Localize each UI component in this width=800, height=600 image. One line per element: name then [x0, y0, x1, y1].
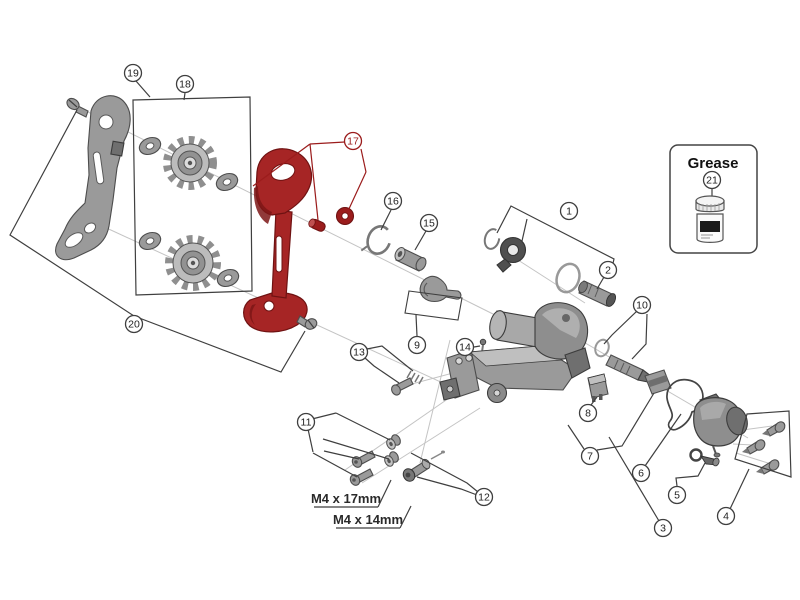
- svg-text:6: 6: [638, 468, 644, 480]
- callout-11: 11: [296, 412, 316, 432]
- tension-bolt-spring: [391, 370, 424, 396]
- svg-text:15: 15: [423, 218, 435, 230]
- pulley-box: [132, 96, 253, 296]
- o-ring-large: [555, 262, 581, 294]
- switch-unit: [587, 373, 609, 402]
- clutch-bolt: [578, 280, 617, 307]
- grease-label: Grease: [688, 155, 739, 172]
- callout-17: 17: [343, 131, 363, 151]
- callout-8: 8: [578, 403, 598, 423]
- svg-text:10: 10: [636, 300, 648, 312]
- callout-12: 12: [474, 487, 494, 507]
- svg-text:17: 17: [347, 136, 359, 148]
- grease-box: Grease: [669, 144, 758, 254]
- pulley-washers: [138, 136, 240, 288]
- bolt-length-label-14: M4 x 14mm: [333, 512, 403, 527]
- b-axle-unit: [693, 393, 748, 458]
- callouts: 1 2 3 4 5 6 7 8 9 10 11 12 13 14 15 16 1…: [123, 63, 736, 538]
- bushing: [394, 247, 427, 272]
- callout-2: 2: [598, 260, 618, 280]
- svg-text:5: 5: [674, 490, 680, 502]
- callout-3: 3: [653, 518, 673, 538]
- callout-6: 6: [631, 463, 651, 483]
- svg-text:8: 8: [585, 408, 591, 420]
- callout-15: 15: [419, 213, 439, 233]
- svg-text:18: 18: [179, 79, 191, 91]
- leader-lines: [9, 80, 792, 522]
- plate-screw-top: [66, 97, 89, 118]
- callout-14: 14: [455, 337, 475, 357]
- adjuster-barrel: [605, 354, 652, 383]
- callout-10: 10: [632, 295, 652, 315]
- callout-1: 1: [559, 201, 579, 221]
- bolt-length-label-17: M4 x 17mm: [311, 491, 381, 506]
- callout-19: 19: [123, 63, 143, 83]
- svg-text:3: 3: [660, 523, 666, 535]
- fixing-screws: [742, 421, 786, 475]
- clutch-c-clip: [483, 228, 501, 250]
- jar-label: [700, 221, 720, 232]
- stopper-hook: [419, 275, 462, 303]
- callout-18: 18: [175, 74, 195, 94]
- svg-text:9: 9: [414, 340, 420, 352]
- svg-text:14: 14: [459, 342, 471, 354]
- set-screw: [479, 338, 487, 353]
- callout-13: 13: [349, 342, 369, 362]
- svg-text:21: 21: [706, 175, 718, 187]
- svg-text:4: 4: [723, 511, 729, 523]
- grease-jar: [695, 195, 725, 243]
- svg-text:19: 19: [127, 68, 139, 80]
- plate-bump-stop: [110, 140, 125, 157]
- svg-text:11: 11: [301, 417, 312, 429]
- cover-cap: [644, 369, 672, 395]
- inner-plate-bolt: [308, 218, 326, 232]
- svg-text:20: 20: [128, 319, 140, 331]
- svg-text:1: 1: [566, 206, 572, 218]
- svg-text:12: 12: [478, 492, 490, 504]
- svg-text:16: 16: [387, 196, 399, 208]
- inner-plate-washer: [335, 206, 355, 226]
- svg-text:2: 2: [605, 265, 611, 277]
- callout-16: 16: [383, 191, 403, 211]
- wire-loop: [666, 378, 704, 431]
- callout-7: 7: [580, 446, 600, 466]
- callout-21: 21: [702, 170, 722, 190]
- dimension-labels: M4 x 17mm M4 x 14mm: [311, 479, 412, 529]
- cage-screw: [296, 315, 318, 330]
- svg-text:13: 13: [353, 347, 365, 359]
- callout-9: 9: [407, 335, 427, 355]
- svg-text:7: 7: [587, 451, 593, 463]
- cage-fixing-bolts: [349, 434, 401, 486]
- derailleur-body: [439, 302, 591, 404]
- callout-20: 20: [124, 314, 144, 334]
- leader-lines-red: [252, 141, 367, 221]
- stopper-lever: [689, 448, 720, 467]
- o-ring-small: [594, 338, 610, 358]
- outer-plate: [55, 95, 131, 261]
- tension-pulley: [165, 235, 221, 291]
- inner-plate-highlighted: [243, 148, 313, 333]
- clutch-cam: [496, 236, 527, 273]
- guide-pulley: [163, 136, 217, 190]
- callout-5: 5: [667, 485, 687, 505]
- c-ring: [360, 225, 392, 255]
- callout-4: 4: [716, 506, 736, 526]
